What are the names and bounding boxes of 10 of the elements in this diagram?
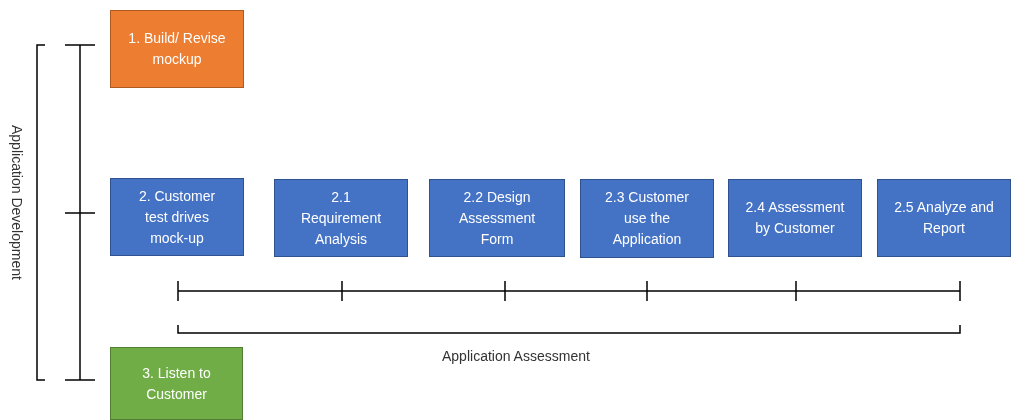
axis-label: Application Development [8, 125, 26, 280]
process-box: 2.1 Requirement Analysis [274, 179, 408, 257]
process-box: 3. Listen to Customer [110, 347, 243, 420]
process-box: 2.2 Design Assessment Form [429, 179, 565, 257]
process-box: 2.4 Assessment by Customer [728, 179, 862, 257]
process-box: 2.3 Customer use the Application [580, 179, 714, 258]
process-box: 1. Build/ Revise mockup [110, 10, 244, 88]
axis-label: Application Assessment [442, 347, 590, 366]
process-box: 2. Customer test drives mock-up [110, 178, 244, 256]
process-box: 2.5 Analyze and Report [877, 179, 1011, 257]
